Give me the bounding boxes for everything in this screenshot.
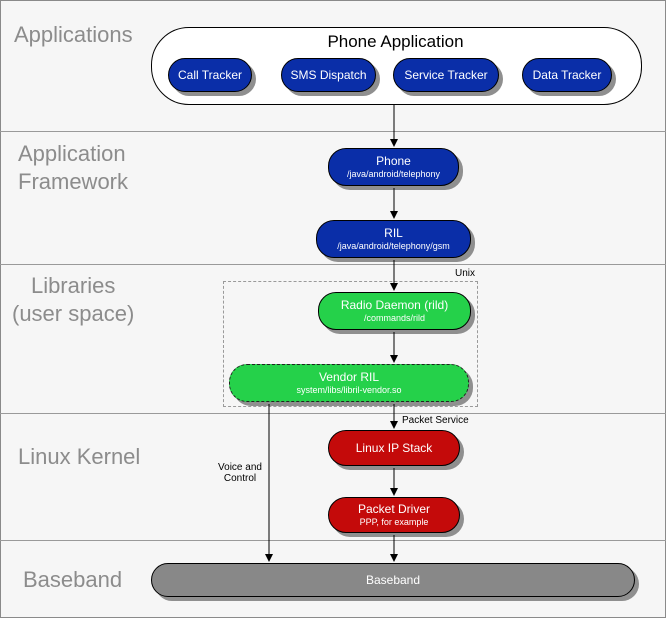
voice-control-line2: Control	[223, 473, 257, 484]
vendor-ril-path: system/libs/libril-vendor.so	[296, 385, 402, 395]
phone-framework-node: Phone /java/android/telephony	[328, 148, 459, 186]
call-tracker-node: Call Tracker	[168, 58, 252, 92]
packet-driver-path: PPP, for example	[359, 517, 429, 527]
sms-dispatch-node: SMS Dispatch	[281, 58, 376, 92]
ril-framework-path: /java/android/telephony/gsm	[337, 241, 450, 251]
divider-kernel-baseband	[0, 540, 666, 541]
radio-daemon-node: Radio Daemon (rild) /commands/rild	[318, 292, 471, 330]
unix-label: Unix	[455, 268, 476, 279]
divider-libraries-kernel	[0, 413, 666, 414]
data-tracker-label: Data Tracker	[532, 68, 602, 82]
voice-control-label: Voice and Control	[214, 462, 266, 484]
vendor-ril-node: Vendor RIL system/libs/libril-vendor.so	[229, 364, 469, 402]
unix-container	[223, 281, 478, 407]
baseband-node: Baseband	[151, 563, 635, 597]
radio-daemon-label: Radio Daemon (rild)	[340, 298, 449, 312]
ril-framework-node: RIL /java/android/telephony/gsm	[316, 220, 471, 258]
radio-daemon-path: /commands/rild	[363, 313, 426, 323]
service-tracker-label: Service Tracker	[404, 68, 488, 82]
layer-label-framework-line1: Application	[18, 141, 126, 166]
layer-label-kernel: Linux Kernel	[18, 443, 140, 471]
call-tracker-label: Call Tracker	[177, 68, 242, 82]
packet-driver-label: Packet Driver	[357, 502, 431, 516]
packet-driver-node: Packet Driver PPP, for example	[328, 497, 460, 533]
phone-framework-label: Phone	[376, 154, 411, 168]
vendor-ril-label: Vendor RIL	[318, 370, 380, 384]
layer-label-applications-line1: Applications	[14, 22, 133, 47]
sms-dispatch-label: SMS Dispatch	[290, 68, 367, 82]
layer-label-framework: Application Framework	[18, 140, 128, 196]
layer-label-framework-line2: Framework	[18, 169, 129, 194]
layer-label-applications: Applications	[14, 21, 133, 49]
layer-label-baseband: Baseband	[23, 566, 122, 594]
layer-label-libraries: Libraries (user space)	[12, 272, 134, 328]
layer-label-kernel-line1: Linux Kernel	[18, 444, 141, 469]
linux-ip-stack-label: Linux IP Stack	[355, 441, 433, 455]
divider-apps-framework	[0, 131, 666, 132]
layer-label-libraries-line2: (user space)	[12, 301, 135, 326]
data-tracker-node: Data Tracker	[522, 58, 612, 92]
phone-application-title: Phone Application	[327, 32, 464, 51]
baseband-label: Baseband	[365, 573, 421, 587]
linux-ip-stack-node: Linux IP Stack	[328, 430, 460, 466]
phone-framework-path: /java/android/telephony	[346, 169, 441, 179]
layer-label-baseband-line1: Baseband	[23, 567, 123, 592]
packet-service-label: Packet Service	[402, 415, 469, 426]
ril-framework-label: RIL	[384, 226, 403, 240]
divider-framework-libraries	[0, 264, 666, 265]
service-tracker-node: Service Tracker	[393, 58, 499, 92]
layer-label-libraries-line1: Libraries	[30, 273, 116, 298]
voice-control-line1: Voice and	[218, 462, 262, 473]
